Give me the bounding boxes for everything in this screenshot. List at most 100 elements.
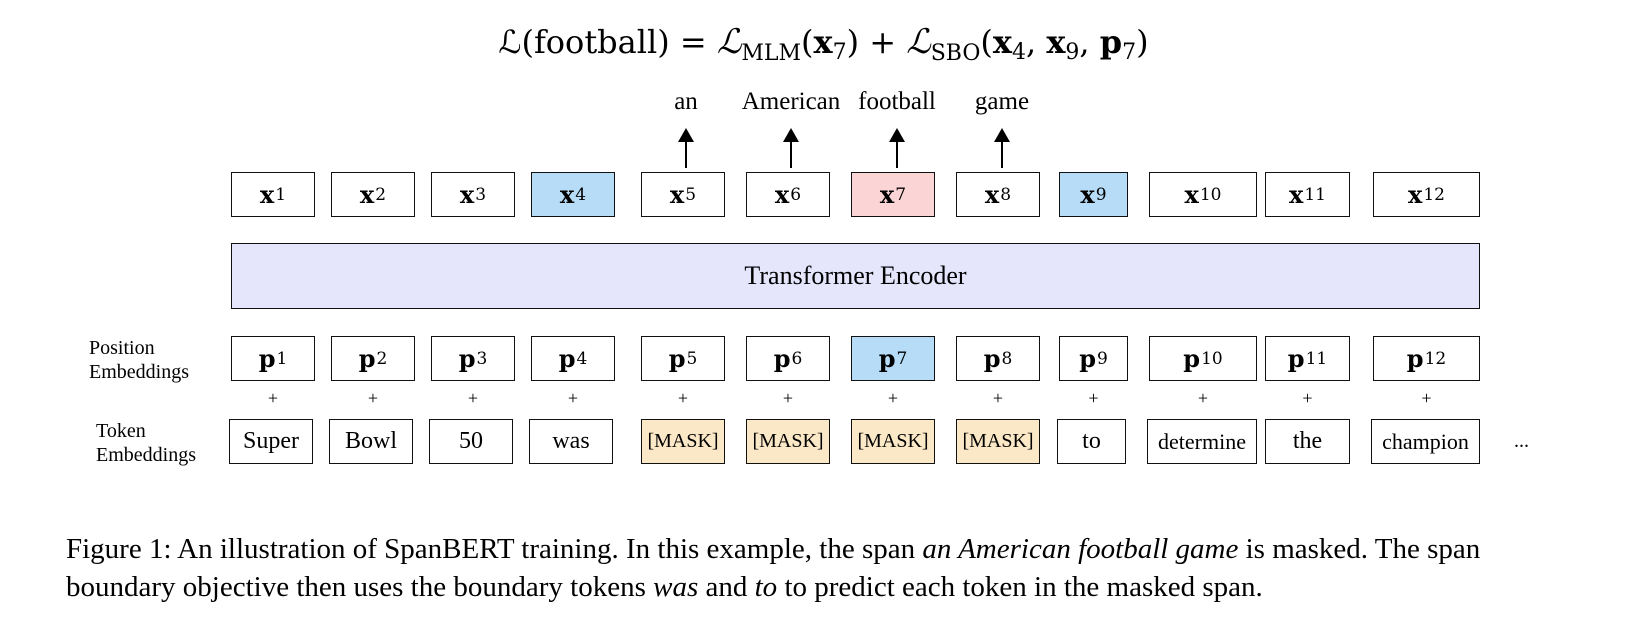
- token-12: champion: [1371, 419, 1480, 464]
- position-p-index: 5: [686, 348, 698, 369]
- caption-part1: Figure 1: An illustration of SpanBERT tr…: [66, 533, 923, 565]
- mlm-arg-idx: 7: [832, 40, 847, 65]
- loss-formula: ℒ(football) = ℒMLM(x7) + ℒSBO(x4, x9, p7…: [498, 22, 1149, 66]
- output-x-index: 12: [1423, 184, 1445, 205]
- formula-eq: =: [669, 23, 717, 61]
- output-x-symbol: x: [559, 180, 575, 209]
- figure-caption: Figure 1: An illustration of SpanBERT tr…: [66, 530, 1586, 606]
- token-label-line1: Token: [96, 420, 146, 442]
- predicted-word-american: American: [741, 88, 841, 115]
- output-x-symbol: x: [259, 180, 275, 209]
- plus-sign: +: [887, 388, 899, 408]
- plus-sign: +: [1302, 388, 1313, 408]
- output-x-symbol: x: [459, 180, 475, 209]
- output-x-index: 7: [895, 184, 907, 205]
- position-p-symbol: p: [458, 344, 476, 373]
- plus-sign: +: [992, 388, 1004, 408]
- plus-sign: +: [1088, 388, 1099, 408]
- predicted-word-an: an: [674, 88, 698, 115]
- output-x-index: 2: [375, 184, 387, 205]
- position-p-symbol: p: [558, 344, 576, 373]
- plus-sign: +: [677, 388, 689, 408]
- output-x-index: 8: [1000, 184, 1012, 205]
- token-11: the: [1265, 419, 1350, 464]
- output-x-symbol: x: [1080, 180, 1095, 209]
- sbo-arg-x4-idx: 4: [1011, 40, 1026, 65]
- token-3: 50: [429, 419, 513, 464]
- plus-sign: +: [467, 388, 479, 408]
- plus-sign: +: [367, 388, 379, 408]
- sbo-arg-x9-sym: x: [1046, 23, 1066, 61]
- output-x-symbol: x: [1184, 180, 1199, 209]
- mlm-subscript: MLM: [741, 41, 802, 66]
- sbo-arg-x4-sym: x: [992, 23, 1012, 61]
- token-9: to: [1057, 419, 1126, 464]
- mask-token: [MASK]: [641, 419, 725, 464]
- mlm-symbol: ℒ: [716, 22, 742, 62]
- position-label-line1: Position: [89, 337, 155, 359]
- sbo-arg-x9-idx: 9: [1065, 40, 1080, 65]
- output-x-index: 1: [275, 184, 287, 205]
- output-x-index: 11: [1304, 184, 1326, 205]
- plus-sign: +: [1421, 388, 1432, 408]
- mlm-arg-sym: x: [813, 23, 833, 61]
- output-x-index: 9: [1095, 184, 1107, 205]
- caption-part4: to predict each token in the masked span…: [777, 571, 1263, 603]
- position-p-index: 7: [896, 348, 908, 369]
- sbo-symbol: ℒ: [906, 22, 931, 62]
- position-p-symbol: p: [1406, 344, 1424, 373]
- position-p-index: 3: [476, 348, 488, 369]
- position-p-symbol: p: [1183, 344, 1201, 373]
- output-x-index: 10: [1199, 184, 1222, 205]
- position-embeddings-label: Position Embeddings: [89, 336, 189, 384]
- token-1: Super: [229, 419, 313, 464]
- up-arrow-icon: [678, 128, 694, 168]
- plus-sign: +: [567, 388, 579, 408]
- caption-was-italic: was: [653, 571, 699, 603]
- position-p-index: 6: [791, 348, 803, 369]
- position-p-symbol: p: [773, 344, 791, 373]
- ellipsis: ...: [1514, 430, 1529, 452]
- plus-sign: +: [782, 388, 794, 408]
- position-p-index: 2: [376, 348, 388, 369]
- token-2: Bowl: [329, 419, 413, 464]
- output-x-index: 6: [790, 184, 802, 205]
- up-arrow-icon: [889, 128, 905, 168]
- position-p-index: 11: [1305, 348, 1328, 369]
- output-x-symbol: x: [879, 180, 895, 209]
- position-p-symbol: p: [878, 344, 896, 373]
- position-p-symbol: p: [1287, 344, 1305, 373]
- output-x-symbol: x: [774, 180, 790, 209]
- output-x-index: 5: [685, 184, 697, 205]
- caption-part2: is masked. The span boundary objective t…: [66, 533, 1481, 603]
- output-x-symbol: x: [359, 180, 375, 209]
- position-p-index: 4: [576, 348, 588, 369]
- output-x-symbol: x: [1408, 180, 1423, 209]
- token-label-line2: Embeddings: [96, 444, 196, 466]
- position-p-symbol: p: [668, 344, 686, 373]
- position-p-index: 1: [276, 348, 288, 369]
- mask-token: [MASK]: [956, 419, 1040, 464]
- position-p-symbol: p: [983, 344, 1001, 373]
- sbo-arg-p7-idx: 7: [1122, 40, 1137, 65]
- formula-plus: +: [859, 23, 907, 61]
